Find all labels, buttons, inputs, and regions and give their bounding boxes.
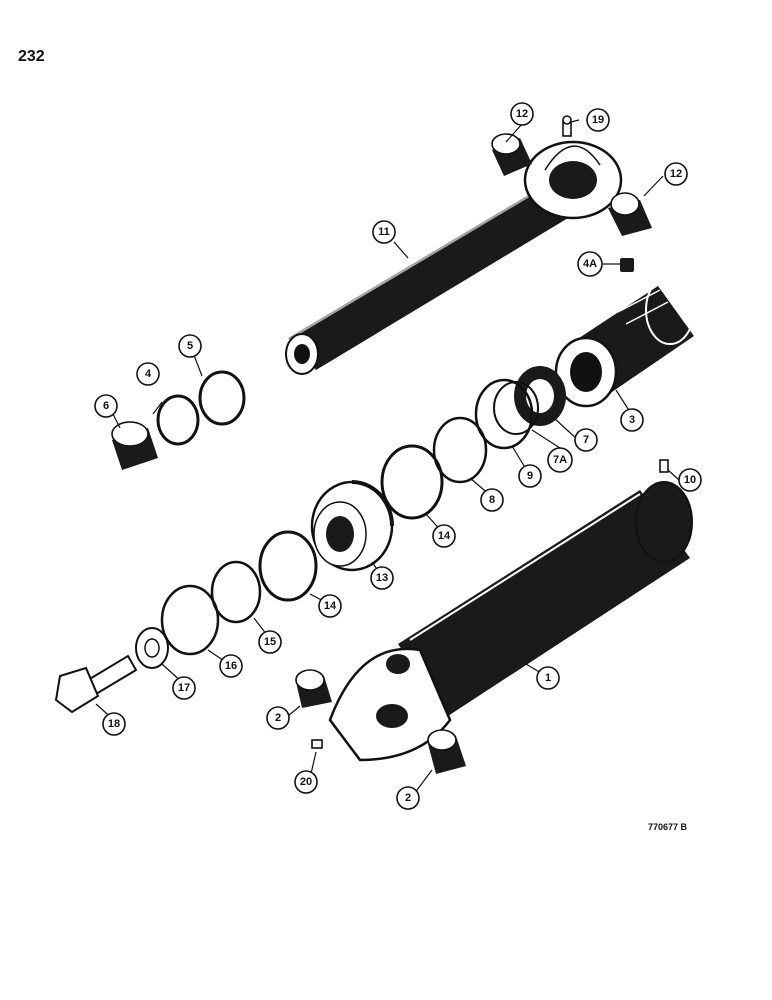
callout-5: 5: [178, 334, 202, 358]
svg-text:4A: 4A: [583, 258, 597, 270]
callout-3: 3: [620, 408, 644, 432]
svg-text:12: 12: [516, 108, 528, 120]
svg-text:4: 4: [145, 368, 152, 380]
callout-10: 10: [678, 468, 702, 492]
callout-7a: 7A: [547, 447, 573, 473]
grease-fitting-eye: [311, 739, 323, 749]
callout-2-right: 2: [396, 786, 420, 810]
svg-text:18: 18: [108, 718, 120, 730]
svg-text:7A: 7A: [553, 454, 567, 466]
set-screw: [620, 258, 634, 272]
svg-text:11: 11: [378, 226, 390, 238]
svg-text:8: 8: [489, 494, 495, 506]
o-ring: [432, 416, 488, 484]
svg-text:2: 2: [275, 712, 281, 724]
svg-text:9: 9: [527, 470, 533, 482]
piston-nut-bolt: [54, 654, 138, 714]
callout-16: 16: [219, 654, 243, 678]
callout-18: 18: [102, 712, 126, 736]
svg-text:6: 6: [103, 400, 109, 412]
bushing-6: [111, 421, 158, 470]
callout-12-top: 12: [510, 102, 534, 126]
cylinder-barrel: [328, 481, 693, 762]
callout-17: 17: [172, 676, 196, 700]
callout-15: 15: [258, 630, 282, 654]
callout-19: 19: [586, 108, 610, 132]
callout-13: 13: [370, 566, 394, 590]
figure-code: 770677 B: [648, 822, 688, 832]
callout-9: 9: [518, 464, 542, 488]
ring-5: [198, 370, 246, 426]
ring-4: [156, 394, 200, 446]
seal-ring: [160, 584, 220, 656]
rod-seal: [514, 366, 566, 426]
svg-text:17: 17: [178, 682, 190, 694]
svg-text:5: 5: [187, 340, 193, 352]
svg-text:10: 10: [684, 474, 696, 486]
svg-text:7: 7: [583, 434, 589, 446]
svg-text:16: 16: [225, 660, 237, 672]
callout-8: 8: [480, 488, 504, 512]
callout-1: 1: [536, 666, 560, 690]
callout-11: 11: [372, 220, 396, 244]
grease-fitting-rod: [562, 115, 572, 137]
svg-text:12: 12: [670, 168, 682, 180]
callout-4: 4: [136, 362, 160, 386]
svg-text:19: 19: [592, 114, 604, 126]
piston-ring-lower: [258, 530, 318, 602]
callout-20: 20: [294, 770, 318, 794]
svg-text:14: 14: [438, 530, 451, 542]
callout-12-right: 12: [664, 162, 688, 186]
cylinder-head: [554, 275, 695, 408]
svg-text:1: 1: [545, 672, 551, 684]
callout-14-lower: 14: [318, 594, 342, 618]
page-number: 232: [18, 48, 45, 65]
grease-fitting-barrel: [659, 459, 669, 473]
svg-text:14: 14: [324, 600, 337, 612]
backup-ring: [474, 378, 534, 450]
bushing-rod-left: [491, 133, 532, 176]
svg-text:13: 13: [376, 572, 388, 584]
callout-6: 6: [94, 394, 118, 418]
piston: [310, 480, 394, 572]
bushing-barrel-left: [295, 669, 332, 708]
svg-text:15: 15: [264, 636, 276, 648]
svg-text:20: 20: [300, 776, 312, 788]
wear-ring: [210, 560, 262, 624]
callout-2-left: 2: [266, 706, 290, 730]
callout-7: 7: [574, 428, 598, 452]
bushing-barrel-right: [427, 729, 466, 774]
piston-ring-upper: [380, 444, 444, 520]
piston-rod: [285, 140, 623, 375]
callout-14-upper: 14: [432, 524, 456, 548]
bushing-rod-right: [608, 192, 652, 236]
svg-text:3: 3: [629, 414, 635, 426]
washer: [135, 627, 169, 669]
callout-4a: 4A: [577, 251, 603, 277]
svg-text:2: 2: [405, 792, 411, 804]
